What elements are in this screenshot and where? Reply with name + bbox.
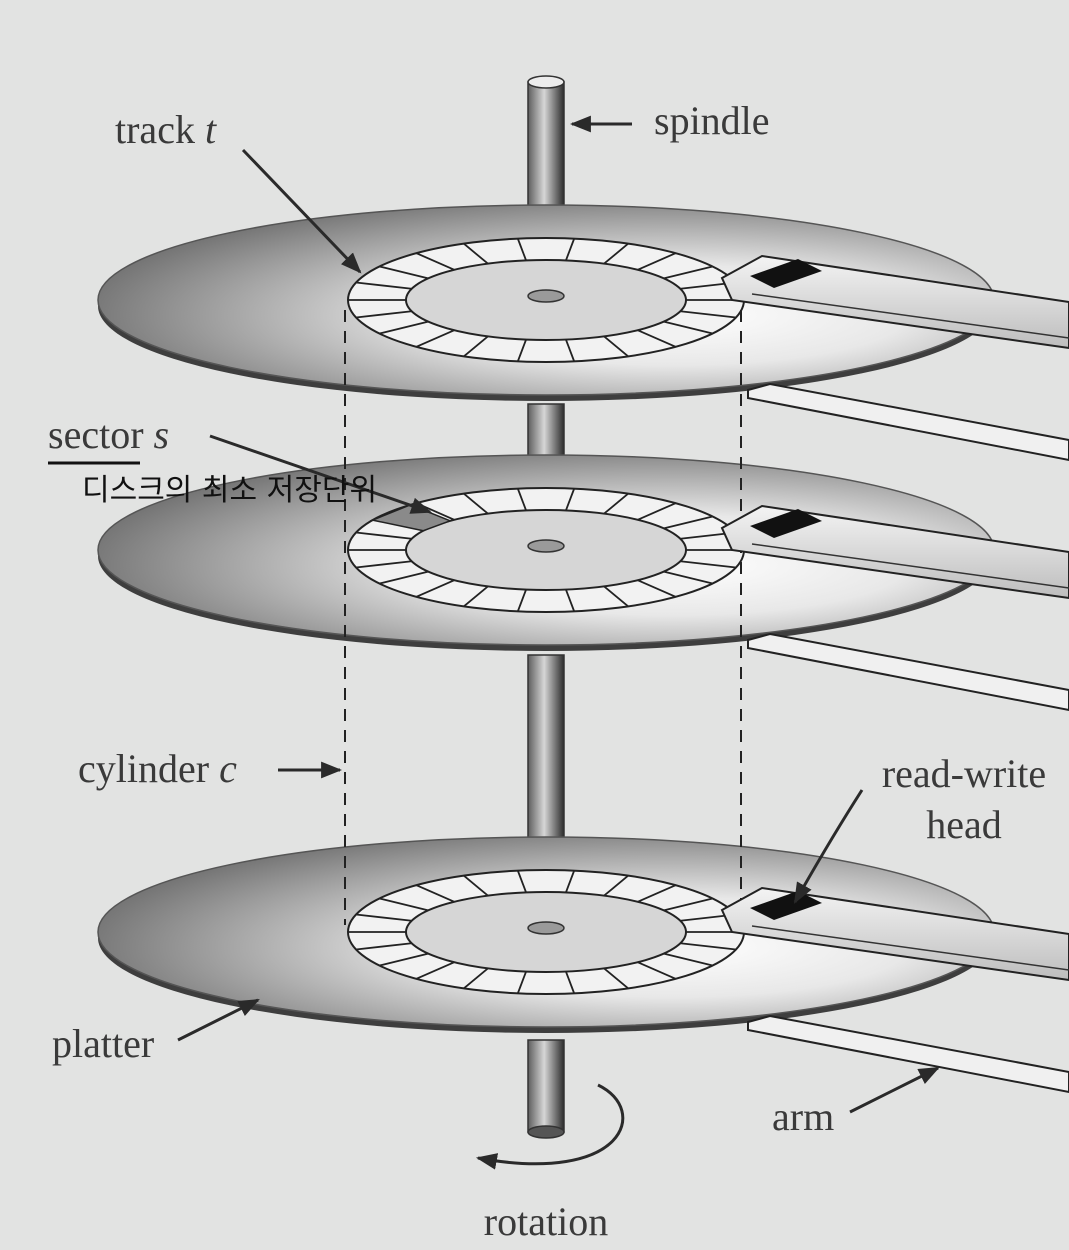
sector-divider [415, 884, 455, 903]
sector-divider [379, 570, 429, 585]
platter-label: platter [52, 1021, 154, 1066]
sector-divider [379, 952, 429, 967]
sector-divider [355, 560, 412, 569]
cylinder-label: cylinder c [78, 746, 237, 791]
spindle-label: spindle [654, 98, 770, 143]
sector-divider [463, 492, 489, 515]
arm-lower [747, 632, 1069, 712]
arm-lower [747, 382, 1069, 462]
read-write-label: read-write [882, 751, 1046, 796]
spindle-hub [527, 539, 565, 553]
head-arrow [793, 789, 864, 904]
arm-upper [720, 886, 1069, 982]
sector-divider [603, 967, 629, 990]
sector-divider [463, 242, 489, 265]
sector-divider [516, 589, 527, 612]
sector-divider [516, 488, 527, 511]
pointer-arrows [177, 115, 940, 1170]
rotation-arrow [475, 1083, 625, 1170]
sector-divider [637, 579, 677, 598]
sector-divider [565, 238, 576, 261]
head-label: head [926, 802, 1002, 847]
sector-divider [516, 339, 527, 362]
arm-upper [720, 254, 1069, 350]
sector-divider [463, 874, 489, 897]
arm-2 [720, 504, 1069, 712]
sector-divider [355, 913, 412, 922]
sector-divider [516, 238, 527, 261]
arm-assembly [720, 254, 1069, 1094]
sector-divider [355, 942, 412, 951]
sector-divider [379, 897, 429, 912]
sector-divider [379, 265, 429, 280]
sector-divider [663, 515, 713, 530]
arm-1 [720, 254, 1069, 462]
sector-divider [565, 589, 576, 612]
sector-divider [603, 874, 629, 897]
sector-divider [415, 961, 455, 980]
sector-divider [603, 242, 629, 265]
sector-divider [415, 329, 455, 348]
sector-divider [603, 335, 629, 358]
sector-divider [680, 310, 737, 319]
sector-arrow [209, 434, 432, 514]
sector-divider [603, 492, 629, 515]
spindle-hub [527, 921, 565, 935]
sector-divider [355, 310, 412, 319]
read-write-head [750, 509, 822, 538]
sector-divider [355, 281, 412, 290]
sector-label: sector s [48, 412, 169, 457]
arm-lower [747, 1014, 1069, 1094]
handwritten-annotation: 디스크의 최소 저장단위 [82, 473, 377, 508]
track-label: track t [115, 107, 217, 152]
sector-divider [637, 884, 677, 903]
sector-divider [516, 971, 527, 994]
sector-divider [637, 252, 677, 271]
sector-divider [463, 585, 489, 608]
sector-divider [565, 870, 576, 893]
sector-divider [680, 942, 737, 951]
sector-divider [379, 320, 429, 335]
arm-rail [751, 925, 1069, 971]
sector-divider [637, 329, 677, 348]
sector-divider [565, 971, 576, 994]
platter-3 [97, 836, 995, 1033]
arm-arrow [849, 1066, 940, 1114]
cylinder-outline [344, 310, 742, 925]
sector-divider [663, 265, 713, 280]
spindle-hub [527, 289, 565, 303]
sector-divider [516, 870, 527, 893]
track-arrow [241, 148, 362, 274]
platter-arrow [177, 998, 260, 1042]
read-write-head [750, 259, 822, 288]
sector-divider [463, 335, 489, 358]
sector-divider [663, 570, 713, 585]
sector-divider [355, 531, 412, 540]
sector-divider [463, 967, 489, 990]
arm-rail [751, 543, 1069, 589]
rotation-label: rotation [484, 1199, 608, 1244]
sector-divider [663, 952, 713, 967]
sector-divider [663, 897, 713, 912]
arm-3 [720, 886, 1069, 1094]
arm-rail [751, 293, 1069, 339]
sector-divider [680, 560, 737, 569]
sector-divider [637, 961, 677, 980]
sector-divider [637, 502, 677, 521]
arm-label: arm [772, 1094, 834, 1139]
sector-divider [415, 579, 455, 598]
sector-divider [415, 252, 455, 271]
sector-divider [565, 488, 576, 511]
sector-divider [663, 320, 713, 335]
sector-divider [565, 339, 576, 362]
arm-upper [720, 504, 1069, 600]
sector-divider [603, 585, 629, 608]
